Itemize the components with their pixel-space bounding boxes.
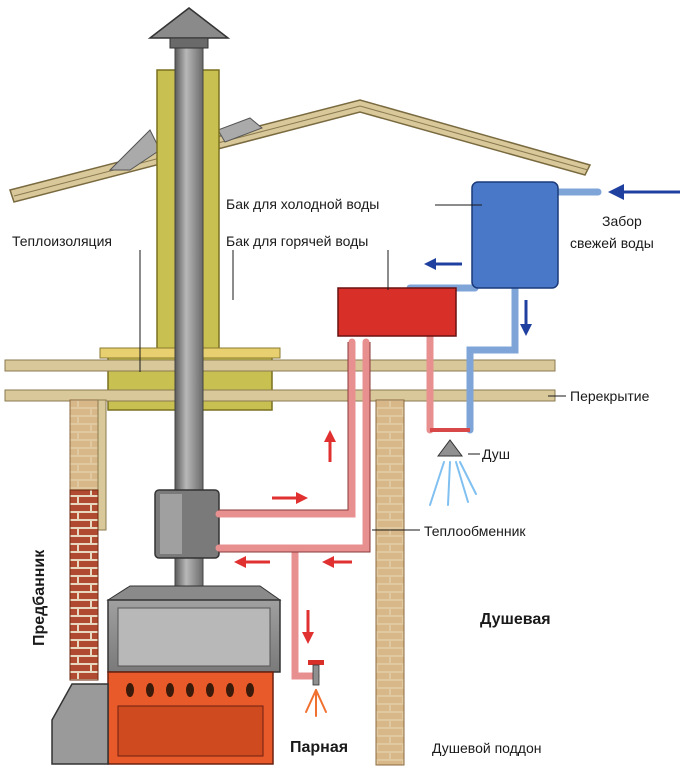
hot-pipe-outline [219,342,371,553]
label-shower: Душ [482,446,510,462]
leader-lines [139,204,566,531]
roof [9,99,592,203]
label-hot-tank: Бак для горячей воды [226,233,368,249]
label-shower-tray: Душевой поддон [432,740,542,756]
label-floor: Перекрытие [570,388,650,404]
label-heat-exchanger: Теплообменник [424,523,526,539]
flow-arrows [234,184,680,644]
label-shower-room: Душевая [480,611,551,628]
hot-water-tank [337,287,457,337]
heat-exchanger-unit [154,489,220,559]
label-steam-room: Парная [290,739,348,756]
label-cold-tank: Бак для холодной воды [226,196,379,212]
shower-head [429,428,477,506]
steam-room-tap [305,660,327,717]
label-intake-line1: Забор [602,213,642,229]
shower-partition-wall [375,399,405,766]
label-intake-line2: свежей воды [570,235,654,251]
label-insulation: Теплоизоляция [12,233,112,249]
dressing-room-wall [69,399,107,681]
cold-water-tank [471,181,559,289]
label-dressing-room: Предбанник [31,549,48,646]
sauna-stove [51,585,282,765]
